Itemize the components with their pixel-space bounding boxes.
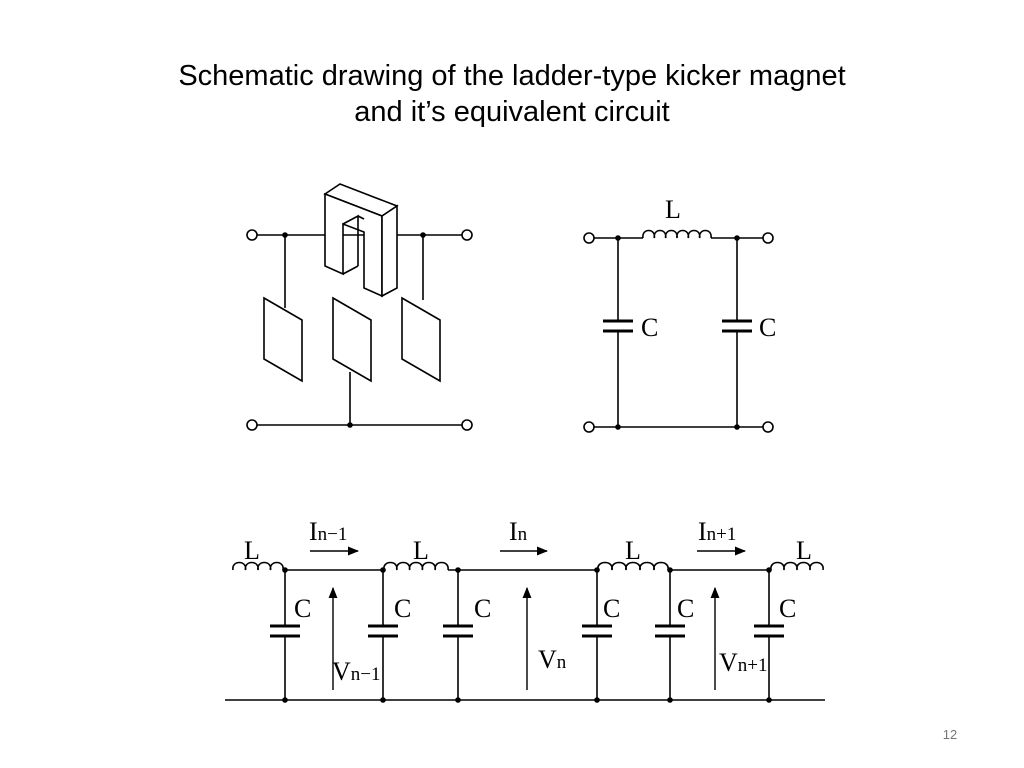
current-label: In+1 — [698, 517, 736, 546]
magnet-schematic — [246, 183, 473, 431]
inductor-label: L — [665, 195, 681, 224]
terminal — [762, 421, 774, 433]
plate-right — [401, 296, 441, 383]
terminal — [583, 421, 595, 433]
plate-center — [332, 296, 372, 383]
inductor-symbol — [770, 561, 824, 571]
capacitor-symbol — [655, 567, 685, 703]
capacitor-label: C — [603, 594, 620, 623]
inductor-symbol — [383, 561, 449, 571]
title-line-1: Schematic drawing of the ladder-type kic… — [178, 60, 846, 92]
current-label: In−1 — [309, 517, 347, 546]
inductor-label: L — [625, 536, 641, 565]
inductor-symbol — [232, 561, 284, 571]
capacitor-label: C — [759, 313, 776, 342]
inductor-label: L — [796, 536, 812, 565]
junction-dot — [455, 697, 461, 703]
page-number: 12 — [942, 727, 958, 742]
inductor-label: L — [413, 536, 429, 565]
terminal — [246, 229, 258, 241]
capacitor-symbol — [270, 567, 300, 703]
capacitor-label: C — [779, 594, 796, 623]
plate-left — [263, 296, 303, 383]
junction-dot — [455, 567, 461, 573]
capacitor-symbol — [754, 567, 784, 703]
voltage-label: Vn+1 — [719, 648, 768, 677]
terminal — [583, 232, 595, 244]
junction-dot — [667, 697, 673, 703]
capacitor-label: C — [641, 313, 658, 342]
junction-dot — [667, 567, 673, 573]
capacitor-symbol — [582, 567, 612, 703]
capacitor-label: C — [677, 594, 694, 623]
junction-dot — [594, 697, 600, 703]
capacitor-symbol — [603, 238, 633, 427]
junction-dot — [282, 567, 288, 573]
inductor-symbol — [597, 561, 669, 571]
terminal — [246, 419, 258, 431]
ferrite-core — [323, 183, 399, 298]
equivalent-circuit: L C C — [583, 195, 776, 433]
current-label: In — [509, 517, 528, 546]
slide-title: Schematic drawing of the ladder-type kic… — [0, 58, 1024, 130]
junction-dot — [380, 697, 386, 703]
junction-dot — [380, 567, 386, 573]
capacitor-label: C — [294, 594, 311, 623]
voltage-label: Vn — [538, 645, 567, 674]
terminal — [762, 232, 774, 244]
junction-dot — [766, 697, 772, 703]
junction-dot — [766, 567, 772, 573]
capacitor-symbol — [722, 238, 752, 427]
voltage-label: Vn−1 — [332, 657, 381, 686]
terminal — [461, 229, 473, 241]
junction-dot — [282, 697, 288, 703]
inductor-symbol — [642, 229, 712, 239]
capacitor-label: C — [474, 594, 491, 623]
junction-dot — [594, 567, 600, 573]
capacitor-symbol — [368, 567, 398, 703]
terminal — [461, 419, 473, 431]
capacitor-label: C — [394, 594, 411, 623]
title-line-2: and it’s equivalent circuit — [354, 96, 670, 128]
ladder-network: L L L L C C C C C C In−1 In In+1 Vn−1 Vn… — [225, 517, 825, 703]
inductor-label: L — [244, 536, 260, 565]
capacitor-symbol — [443, 567, 473, 703]
